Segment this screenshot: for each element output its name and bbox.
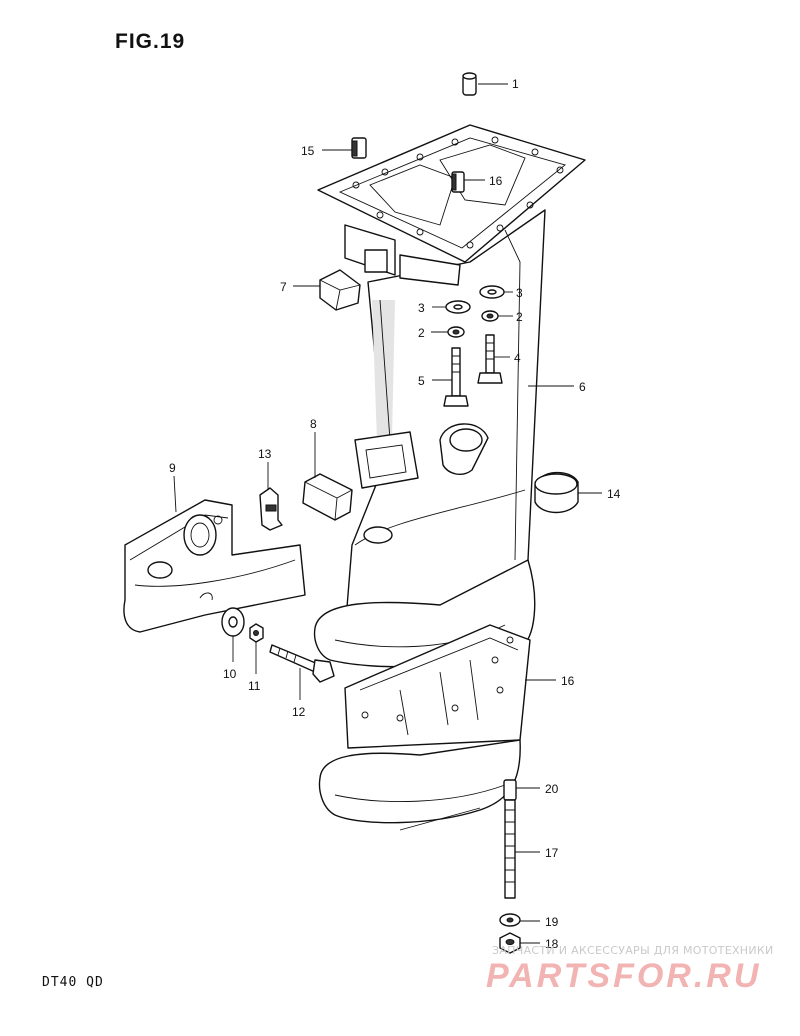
callout-17: 17: [545, 846, 559, 860]
callout-12: 12: [292, 705, 306, 719]
callout-8: 8: [310, 417, 317, 431]
callout-3-left: 3: [418, 301, 425, 315]
part-washer-3-right: [479, 285, 505, 299]
part-bolt-5: [443, 347, 469, 407]
callout-13: 13: [258, 447, 272, 461]
callout-15: 15: [301, 144, 315, 158]
callout-20: 20: [545, 782, 559, 796]
part-lock-washer-2-left: [447, 326, 465, 338]
watermark-tagline: ЗАПЧАСТИ И АКСЕССУАРЫ ДЛЯ МОТОТЕХНИКИ: [492, 944, 774, 957]
part-dowel-16-upper: [451, 171, 465, 193]
callout-10: 10: [223, 667, 237, 681]
part-nut-11: [249, 623, 264, 643]
part-bolt-12: [269, 644, 335, 683]
part-rubber-pad-8: [302, 473, 353, 521]
part-washer-10: [221, 607, 245, 637]
model-code: DT40 QD: [42, 975, 104, 990]
callout-14: 14: [607, 487, 621, 501]
part-mount-cushion-14: [534, 471, 579, 514]
callout-1: 1: [512, 77, 519, 91]
callout-19: 19: [545, 915, 559, 929]
callout-16-lower: 16: [561, 674, 575, 688]
part-lock-washer-2-right: [481, 310, 499, 322]
callout-11: 11: [248, 679, 261, 693]
watermark-logo: PARTSFOR.RU: [486, 957, 762, 995]
callout-16-upper: 16: [489, 174, 503, 188]
part-mount-bracket-9: [123, 499, 306, 633]
part-dowel-pin-1: [462, 72, 477, 96]
part-washer-3-left: [445, 300, 471, 314]
callout-7: 7: [280, 280, 287, 294]
part-washer-19: [499, 913, 521, 927]
callout-labels: 1 15 16 7 3 3 2 2 4 5 6 8 13 9 14 10 11 …: [169, 77, 621, 951]
part-stud-17: [503, 779, 517, 899]
callout-4: 4: [514, 351, 521, 365]
callout-3-right: 3: [516, 286, 523, 300]
part-pin-15: [351, 137, 367, 159]
callout-6: 6: [579, 380, 586, 394]
part-mount-rubber-7: [319, 269, 361, 311]
callout-5: 5: [418, 374, 425, 388]
callout-9: 9: [169, 461, 176, 475]
callout-18: 18: [545, 937, 559, 951]
leader-lines: [173, 83, 602, 944]
part-nut-18: [499, 932, 521, 954]
lower-housing: [318, 624, 531, 831]
figure-title: FIG.19: [115, 30, 186, 53]
callout-2-right: 2: [516, 310, 523, 324]
callout-2-left: 2: [418, 326, 425, 340]
part-bolt-4: [477, 334, 503, 384]
part-clip-13: [259, 487, 283, 531]
